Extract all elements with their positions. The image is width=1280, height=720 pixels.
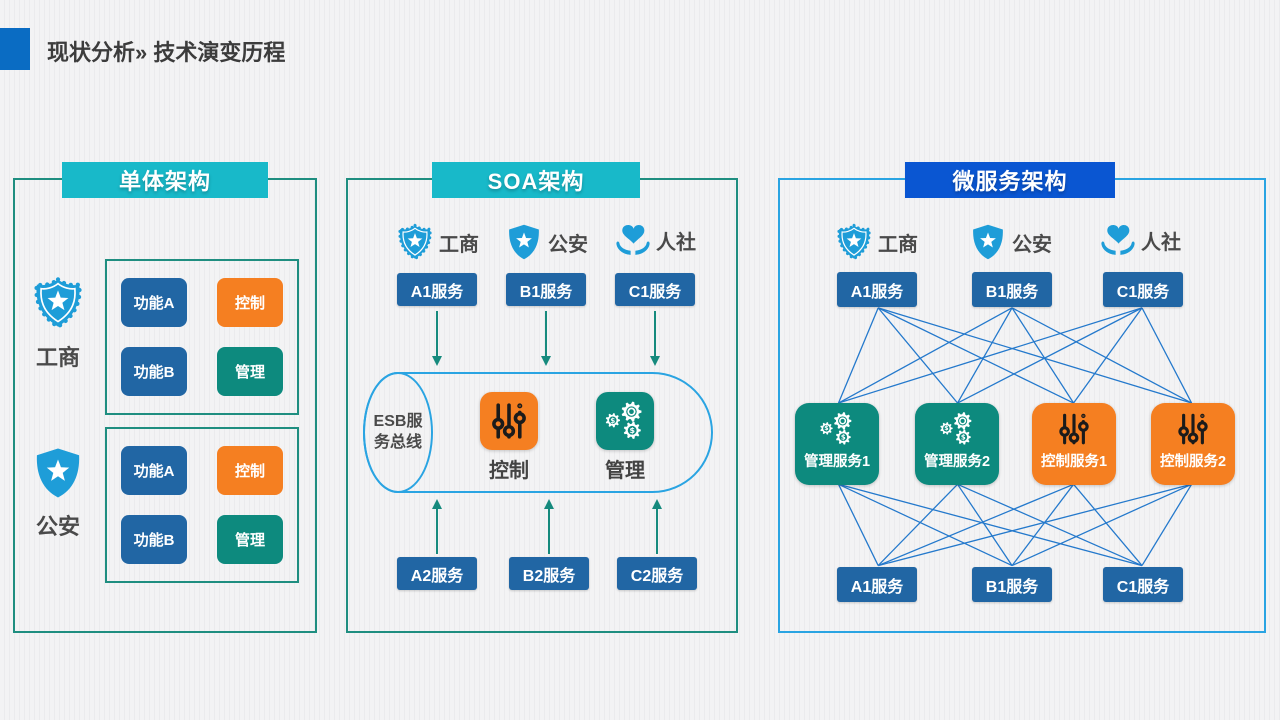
esb-cylinder-cap: [363, 372, 433, 493]
consumer-group: 公安: [505, 223, 588, 261]
sliders-icon: [1173, 409, 1213, 449]
svg-text:$: $: [841, 433, 846, 441]
consumer-group: 人社: [1096, 221, 1181, 259]
consumer-label: 人社: [656, 231, 696, 254]
title-accent-square: [0, 28, 30, 70]
down-arrow: [431, 311, 442, 366]
function-cell: 功能A: [121, 278, 187, 327]
consumer-group: 工商: [835, 223, 918, 261]
service-box: A1服务: [837, 567, 917, 602]
esb-label: ESB服 务总线: [363, 372, 433, 493]
function-cell: 管理: [217, 515, 283, 564]
service-box: A1服务: [837, 272, 917, 307]
service-box: B1服务: [972, 567, 1052, 602]
consumer-group: 工商: [396, 223, 479, 261]
sliders-icon: [486, 398, 532, 444]
hands-heart-icon: [611, 221, 655, 259]
svg-text:$: $: [961, 433, 966, 441]
service-box: A2服务: [397, 557, 477, 590]
shield-star-icon: [505, 223, 543, 261]
function-cell: 功能B: [121, 515, 187, 564]
control-service-tile: 控制服务2: [1151, 403, 1235, 485]
gears-icon: $$: [817, 409, 857, 449]
service-box: C1服务: [1103, 567, 1183, 602]
function-cell: 控制: [217, 446, 283, 495]
service-box: B1服务: [506, 273, 586, 306]
service-box: B2服务: [509, 557, 589, 590]
consumer-group: 公安: [969, 223, 1052, 261]
down-arrow: [649, 311, 660, 366]
service-tile-label: 控制服务1: [1040, 454, 1108, 470]
management-service-tile: $$ 管理服务2: [915, 403, 999, 485]
gears-icon: $$: [937, 409, 977, 449]
shield-star-icon: [969, 223, 1007, 261]
service-box: C1服务: [615, 273, 695, 306]
svg-text:$: $: [824, 425, 828, 432]
panel-header-microservices: 微服务架构: [905, 162, 1115, 198]
up-arrow: [431, 499, 442, 554]
hands-heart-icon: [1096, 221, 1140, 259]
service-tile-label: 控制服务2: [1159, 454, 1227, 470]
panel-header-soa: SOA架构: [432, 162, 640, 198]
control-tile: [480, 392, 538, 450]
management-service-tile: $$ 管理服务1: [795, 403, 879, 485]
service-box: B1服务: [972, 272, 1052, 307]
management-tile-label: 管理: [605, 460, 645, 482]
consumer-label: 工商: [439, 233, 479, 256]
consumer-group: 人社: [611, 221, 696, 259]
shield-star-icon: [31, 444, 85, 502]
monolith-box: 功能A 控制 功能B 管理: [105, 427, 299, 583]
group-label: 公安: [35, 514, 80, 539]
control-tile-label: 控制: [489, 460, 529, 482]
svg-text:$: $: [944, 425, 948, 432]
service-tile-label: 管理服务1: [803, 454, 871, 470]
consumer-label: 工商: [878, 233, 918, 256]
function-cell: 管理: [217, 347, 283, 396]
monolith-box: 功能A 控制 功能B 管理: [105, 259, 299, 415]
function-cell: 功能A: [121, 446, 187, 495]
connection-lines: [837, 307, 1193, 567]
down-arrow: [540, 311, 551, 366]
badge-star-icon: [835, 223, 873, 261]
svg-text:$: $: [610, 416, 615, 425]
svg-text:$: $: [629, 426, 635, 435]
service-box: C2服务: [617, 557, 697, 590]
esb-label-line2: 务总线: [373, 433, 422, 451]
group-label: 工商: [35, 345, 80, 370]
sliders-icon: [1054, 409, 1094, 449]
consumer-label: 公安: [1012, 233, 1052, 256]
consumer-label: 公安: [548, 233, 588, 256]
page-title: 现状分析» 技术演变历程: [47, 40, 286, 65]
function-cell: 功能B: [121, 347, 187, 396]
service-box: A1服务: [397, 273, 477, 306]
up-arrow: [651, 499, 662, 554]
control-service-tile: 控制服务1: [1032, 403, 1116, 485]
consumer-label: 人社: [1141, 231, 1181, 254]
up-arrow: [543, 499, 554, 554]
badge-star-icon: [396, 223, 434, 261]
service-tile-label: 管理服务2: [923, 454, 991, 470]
management-tile: $$: [596, 392, 654, 450]
gears-icon: $$: [602, 398, 648, 444]
service-box: C1服务: [1103, 272, 1183, 307]
panel-header-monolith: 单体架构: [62, 162, 268, 198]
esb-label-line1: ESB服: [373, 412, 423, 430]
function-cell: 控制: [217, 278, 283, 327]
badge-star-icon: [31, 274, 85, 332]
